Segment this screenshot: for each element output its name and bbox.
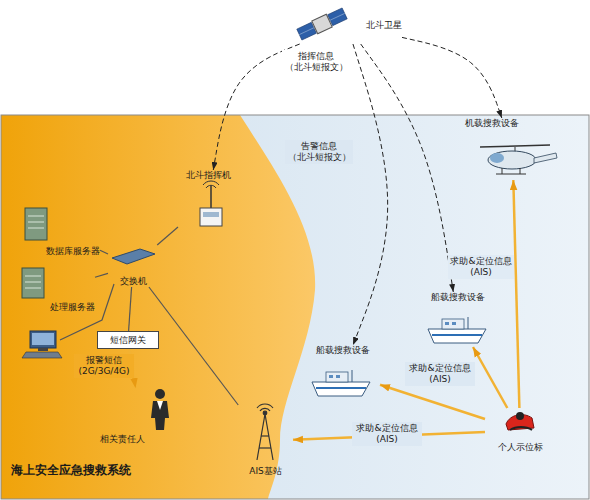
- frame: [1, 115, 589, 499]
- satellite-link: [402, 37, 502, 118]
- network-wire: [100, 250, 108, 254]
- node-label: 船载搜救设备: [316, 345, 370, 356]
- node-label: 船载搜救设备: [431, 292, 485, 303]
- personal-beacon: 个人示位标: [485, 408, 555, 453]
- node-label: 机载搜救设备: [465, 118, 519, 129]
- network-wire: [95, 273, 108, 277]
- ais-tower-symbol: [257, 404, 273, 460]
- land-region: [1, 115, 315, 499]
- processing-server: 处理服务器: [15, 265, 95, 313]
- command-terminal-symbol: [200, 181, 222, 226]
- node-label: 北斗指挥机: [186, 170, 231, 181]
- node-label: 相关责任人: [100, 434, 145, 445]
- ship-rescue-device: 船载搜救设备: [305, 345, 380, 400]
- node-label: AIS基站: [249, 466, 282, 477]
- responsible-person: 相关责任人: [100, 388, 180, 445]
- node-label: 数据库服务器: [46, 246, 100, 257]
- network-wire: [157, 227, 178, 245]
- signal-arrow: [513, 180, 519, 408]
- ship-symbol: [428, 317, 486, 343]
- edge-label: 求助&定位信息 (AIS): [405, 362, 475, 386]
- ship-rescue-device: 船载搜救设备: [420, 292, 495, 347]
- network-wire: [129, 287, 132, 331]
- sms-gateway: 短信网关: [97, 331, 159, 349]
- person-symbol: [151, 389, 169, 430]
- database-server: 数据库服务器: [20, 205, 100, 257]
- helicopter-symbol: [480, 145, 557, 174]
- satellite-link: [361, 44, 454, 292]
- sea-region: [1, 115, 589, 499]
- node-label: 交换机: [120, 276, 147, 287]
- node-label: 个人示位标: [498, 442, 543, 453]
- computer-symbol: [22, 331, 62, 358]
- node-label: 处理服务器: [50, 302, 95, 313]
- ship-symbol: [312, 370, 370, 396]
- edge-label: 求助&定位信息 (AIS): [448, 255, 514, 279]
- processing-server-symbol: [22, 268, 44, 298]
- node-label: 短信网关: [110, 335, 146, 346]
- airborne-rescue-device: 机载搜救设备: [465, 118, 560, 180]
- signal-label: 指挥信息 （北斗短报文）: [282, 50, 350, 74]
- network-switch: 交换机: [108, 245, 158, 287]
- signal-label: 告警信息 （北斗短报文）: [285, 140, 353, 164]
- command-terminal: 北斗指挥机: [178, 170, 238, 232]
- network-wire: [149, 287, 238, 405]
- ais-base-station: AIS基站: [238, 405, 293, 477]
- satellite-symbol: [296, 7, 347, 41]
- satellite-link: [353, 44, 388, 345]
- node-label: 北斗卫星: [366, 20, 402, 31]
- satellite: 北斗卫星: [292, 6, 402, 44]
- beacon-symbol: [506, 412, 534, 430]
- database-server-symbol: [25, 208, 47, 240]
- switch-symbol: [112, 249, 155, 264]
- edge-label: 报警短信 (2G/3G/4G): [74, 354, 134, 378]
- system-title: 海上安全应急搜救系统: [10, 462, 160, 478]
- edge-label: 求助&定位信息 (AIS): [352, 422, 422, 446]
- signal-arrow: [380, 385, 485, 419]
- signal-arrow: [473, 347, 507, 408]
